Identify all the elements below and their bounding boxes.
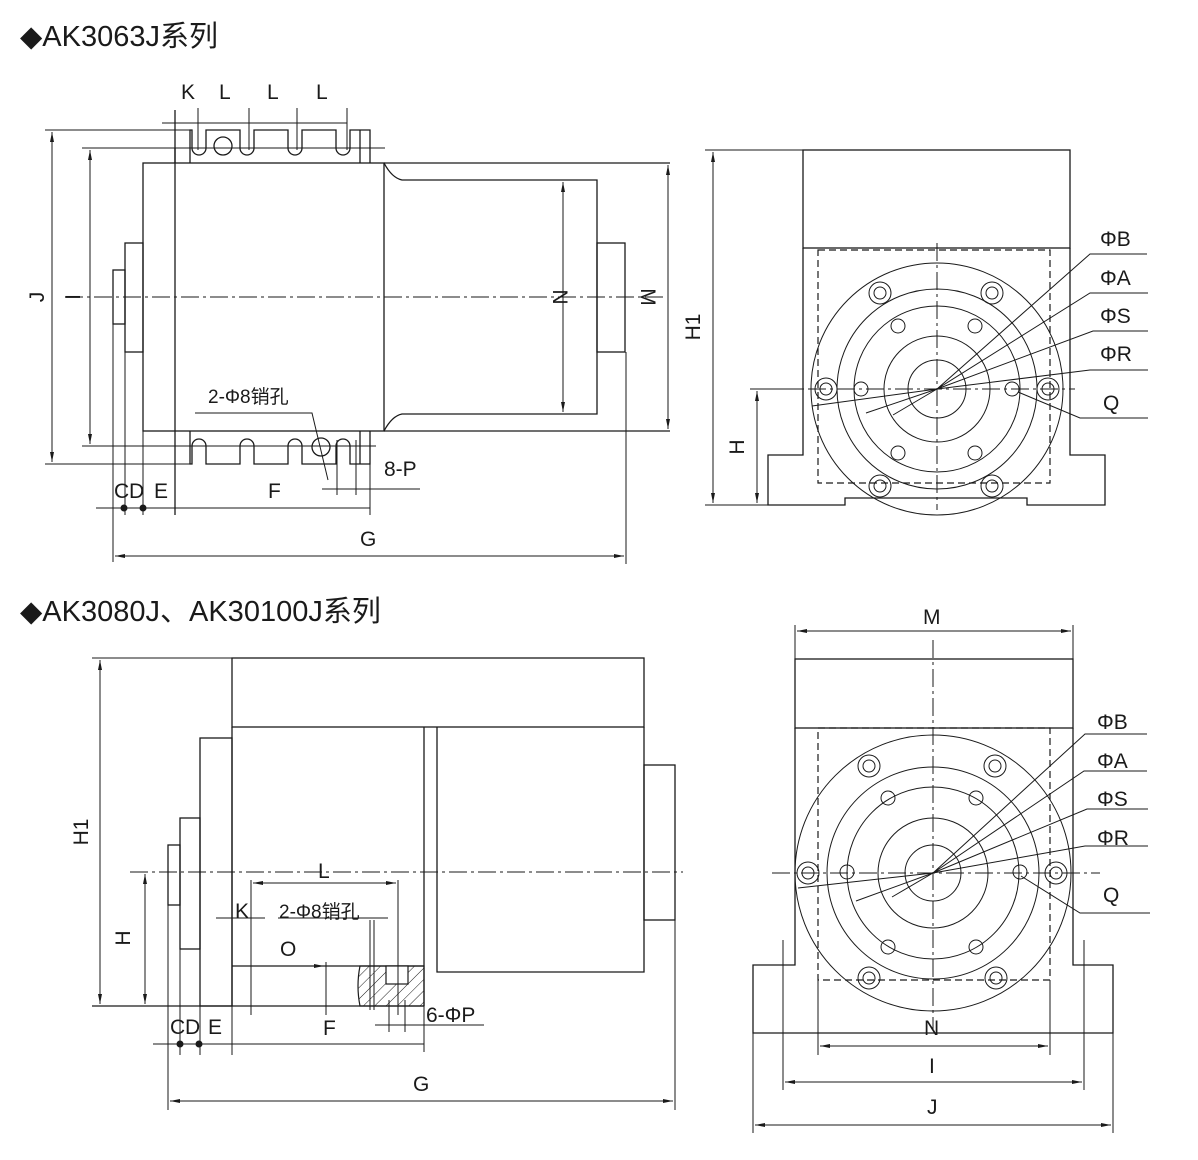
dim-label-j: J xyxy=(26,292,49,303)
pin-holes-note: 2-Φ8销孔 xyxy=(279,901,360,923)
dim-label-i: I xyxy=(62,294,85,300)
dim-label-m: M xyxy=(923,606,941,629)
dim-label-h: H xyxy=(726,439,749,454)
dim-label-l2: L xyxy=(267,81,279,104)
leader-lines xyxy=(811,253,1148,419)
upper-housing xyxy=(794,658,1074,729)
dim-label-h1: H1 xyxy=(70,819,93,846)
dim-label-d: D xyxy=(129,480,144,503)
main-body xyxy=(231,727,645,1006)
output-flange xyxy=(179,817,201,950)
label-phi-b: ΦB xyxy=(1100,228,1131,251)
label-phi-r: ΦR xyxy=(1100,343,1132,366)
ak3080j-front-view: M ΦB ΦA ΦS ΦR Q xyxy=(752,606,1150,1133)
label-phi-b: ΦB xyxy=(1097,711,1128,734)
dim-label-8p: 8-P xyxy=(384,458,417,481)
base-body xyxy=(752,728,1114,1034)
output-shaft xyxy=(167,844,181,906)
dim-label-c: C xyxy=(114,480,129,503)
leader-lines xyxy=(797,733,1150,914)
input-shaft xyxy=(112,269,126,325)
dim-label-d: D xyxy=(185,1016,200,1039)
dim-label-h1: H1 xyxy=(682,314,705,341)
dim-label-g: G xyxy=(360,528,376,551)
top-cam-teeth xyxy=(174,129,371,163)
label-phi-s: ΦS xyxy=(1097,788,1128,811)
right-stub xyxy=(643,764,676,921)
bolt-holes xyxy=(796,754,1068,990)
label-phi-a: ΦA xyxy=(1097,750,1128,773)
dim-label-f: F xyxy=(323,1017,336,1040)
dim-label-6-phi-p: 6-ΦP xyxy=(426,1004,475,1027)
ak3063j-front-view: ΦB ΦA ΦS ΦR Q H1 H xyxy=(682,149,1148,516)
dim-label-h: H xyxy=(112,930,135,945)
dim-label-k: K xyxy=(181,81,195,104)
label-phi-s: ΦS xyxy=(1100,305,1131,328)
dim-label-l1: L xyxy=(219,81,231,104)
dim-label-e: E xyxy=(208,1016,222,1039)
bolt-holes xyxy=(814,281,1060,498)
dim-label-c: C xyxy=(170,1016,185,1039)
dim-label-o: O xyxy=(280,938,296,961)
section-title-ak3080j-ak30100j: ◆AK3080J、AK30100J系列 xyxy=(20,595,381,628)
dim-label-i: I xyxy=(929,1055,935,1078)
dim-label-k: K xyxy=(235,900,249,923)
dim-label-n: N xyxy=(548,289,571,304)
label-phi-a: ΦA xyxy=(1100,267,1131,290)
dim-label-j: J xyxy=(927,1096,938,1119)
label-q: Q xyxy=(1103,884,1119,907)
dim-label-l3: L xyxy=(316,81,328,104)
label-q: Q xyxy=(1103,392,1119,415)
ak3063j-side-view: J I N M K L L L 2-Φ8销孔 8-P C D E F xyxy=(26,81,670,564)
base-body xyxy=(767,248,1106,506)
dim-label-n: N xyxy=(924,1017,939,1040)
dim-label-f: F xyxy=(268,480,281,503)
flange-circles xyxy=(794,734,1072,1012)
upper-housing xyxy=(802,149,1071,249)
pin-hole-top xyxy=(213,136,233,156)
upper-housing xyxy=(231,657,645,728)
dim-label-l: L xyxy=(318,860,330,883)
dim-label-g: G xyxy=(413,1073,429,1096)
pin-hole-bottom xyxy=(311,437,331,457)
dim-label-m: M xyxy=(636,288,659,306)
pin-holes-note: 2-Φ8销孔 xyxy=(208,386,289,408)
bottom-cam-teeth xyxy=(189,431,371,465)
ak3080j-side-view: L K 2-Φ8销孔 O F 6-ΦP C D E G H1 H xyxy=(70,657,683,1110)
dim-label-e: E xyxy=(154,480,168,503)
right-stub xyxy=(596,242,626,353)
section-title-ak3063j: ◆AK3063J系列 xyxy=(20,20,218,53)
label-phi-r: ΦR xyxy=(1097,827,1129,850)
